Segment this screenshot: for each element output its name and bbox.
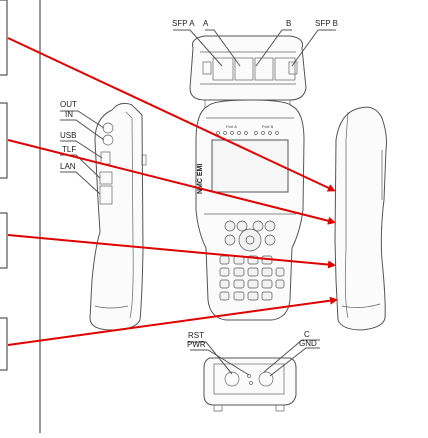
label-sfp-b: SFP B	[315, 19, 338, 28]
device-screen	[211, 139, 289, 193]
front-view: Port A Port B NMC EMI	[195, 99, 305, 321]
arrow-3	[7, 234, 336, 269]
port-b-label: Port B	[262, 124, 273, 129]
label-tlf: TLF	[62, 145, 76, 154]
label-sfp-a: SFP A	[172, 19, 195, 28]
label-pwr: PWR	[187, 340, 206, 349]
keypad	[219, 255, 285, 301]
function-keys	[224, 220, 276, 252]
label-c: C	[304, 330, 310, 339]
label-in: IN	[65, 110, 73, 119]
left-frame	[0, 0, 41, 433]
label-b: B	[286, 19, 291, 28]
bottom-view	[188, 339, 320, 412]
device-brand: NMC EMI	[197, 164, 204, 194]
port-a-label: Port A	[226, 124, 237, 129]
arrow-1	[7, 37, 336, 192]
label-usb: USB	[60, 131, 76, 140]
arrow-2	[7, 139, 336, 225]
label-out: OUT	[60, 100, 77, 109]
pointer-arrows	[7, 37, 338, 346]
label-a: A	[203, 19, 209, 28]
led-row	[216, 131, 279, 135]
right-side-view	[334, 106, 387, 331]
label-rst: RST	[188, 331, 204, 340]
label-gnd: GND	[299, 339, 317, 348]
top-view	[173, 29, 336, 111]
label-lan: LAN	[60, 162, 76, 171]
arrow-4	[7, 296, 338, 346]
